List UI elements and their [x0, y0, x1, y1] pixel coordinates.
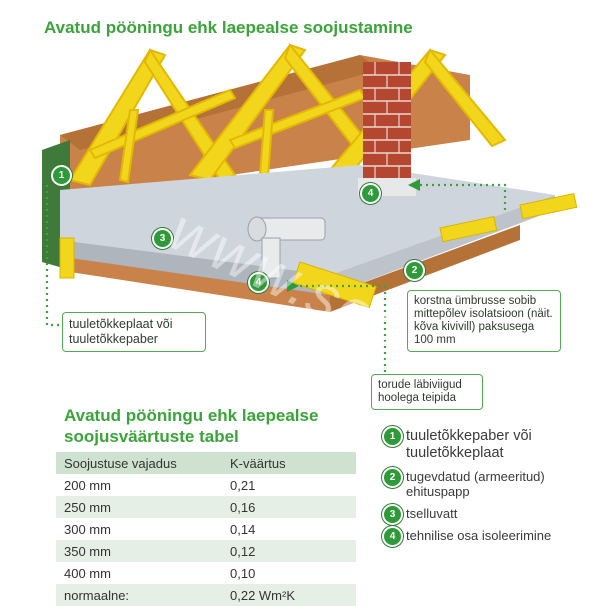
cell-thickness: 300 mm	[64, 521, 111, 537]
marker-3: 3	[152, 228, 173, 249]
callout-wind-barrier: tuuletõkkeplaat või tuuletõkkepaber	[62, 312, 206, 352]
page-title: Avatud pööningu ehk laepealse soojustami…	[44, 18, 413, 37]
legend: 1 tuuletõkkepaber või tuuletõkkeplaat 2 …	[382, 426, 564, 550]
cell-k-value: 0,21	[230, 477, 256, 493]
cell-k-value: 0,12	[222, 540, 356, 562]
table-row: normaalne:0,22 Wm²K	[56, 584, 356, 606]
table-row: 200 mm 0,21	[56, 474, 356, 496]
table-title-line2: soojusväärtuste tabel	[64, 427, 239, 446]
marker-4-chimney: 4	[360, 183, 381, 204]
table-row: 300 mm 0,14	[56, 518, 356, 540]
cell-k-value: 0,10	[230, 565, 256, 581]
cell-k-value: 0,14	[230, 521, 256, 537]
legend-marker: 2	[382, 467, 403, 488]
cell-thickness: 200 mm	[64, 477, 111, 493]
marker-1: 1	[51, 165, 72, 186]
legend-label: tugevdatud (armeeritud) ehituspapp	[406, 469, 545, 499]
leader-lines	[45, 183, 507, 375]
legend-item: 3 tselluvatt	[382, 504, 564, 525]
brick-chimney	[358, 62, 416, 196]
header-thickness: Soojustuse vajadus	[56, 452, 222, 474]
pipe-penetration	[247, 216, 326, 279]
cell-k-value: 0,16	[222, 496, 356, 518]
legend-label: tuuletõkkepaber või tuuletõkkeplaat	[406, 428, 532, 461]
cell-thickness: 400 mm	[64, 565, 111, 581]
ceiling-board	[70, 258, 330, 312]
header-k-value: K-väärtus	[222, 452, 356, 474]
cell-thickness: 350 mm	[56, 540, 222, 562]
joists	[59, 192, 578, 309]
table-header-row: Soojustuse vajadus K-väärtus	[56, 452, 356, 474]
legend-marker: 4	[382, 526, 403, 547]
legend-item: 4 tehnilise osa isoleerimine	[382, 526, 564, 547]
marker-4-pipe: 4	[248, 272, 269, 293]
legend-marker: 1	[382, 426, 403, 447]
legend-item: 2 tugevdatud (armeeritud) ehituspapp	[382, 467, 564, 499]
legend-marker: 3	[382, 504, 403, 525]
cell-k-value: 0,22 Wm²K	[222, 584, 356, 606]
callout-pipes: torude läbiviigud hoolega teipida	[371, 374, 483, 410]
table-row: 400 mm 0,10	[56, 562, 356, 584]
table-title: Avatud pööningu ehk laepealse soojusväär…	[64, 405, 318, 447]
cell-thickness: 250 mm	[56, 496, 222, 518]
legend-label: tselluvatt	[406, 506, 458, 521]
callout-chimney: korstna ümbrusse sobib mittepõlev isolat…	[407, 290, 561, 352]
legend-label: tehnilise osa isoleerimine	[406, 528, 552, 543]
cell-thickness: normaalne:	[56, 584, 222, 606]
marker-2: 2	[404, 260, 425, 281]
legend-item: 1 tuuletõkkepaber või tuuletõkkeplaat	[382, 426, 564, 462]
table-title-line1: Avatud pööningu ehk laepealse	[64, 406, 319, 425]
